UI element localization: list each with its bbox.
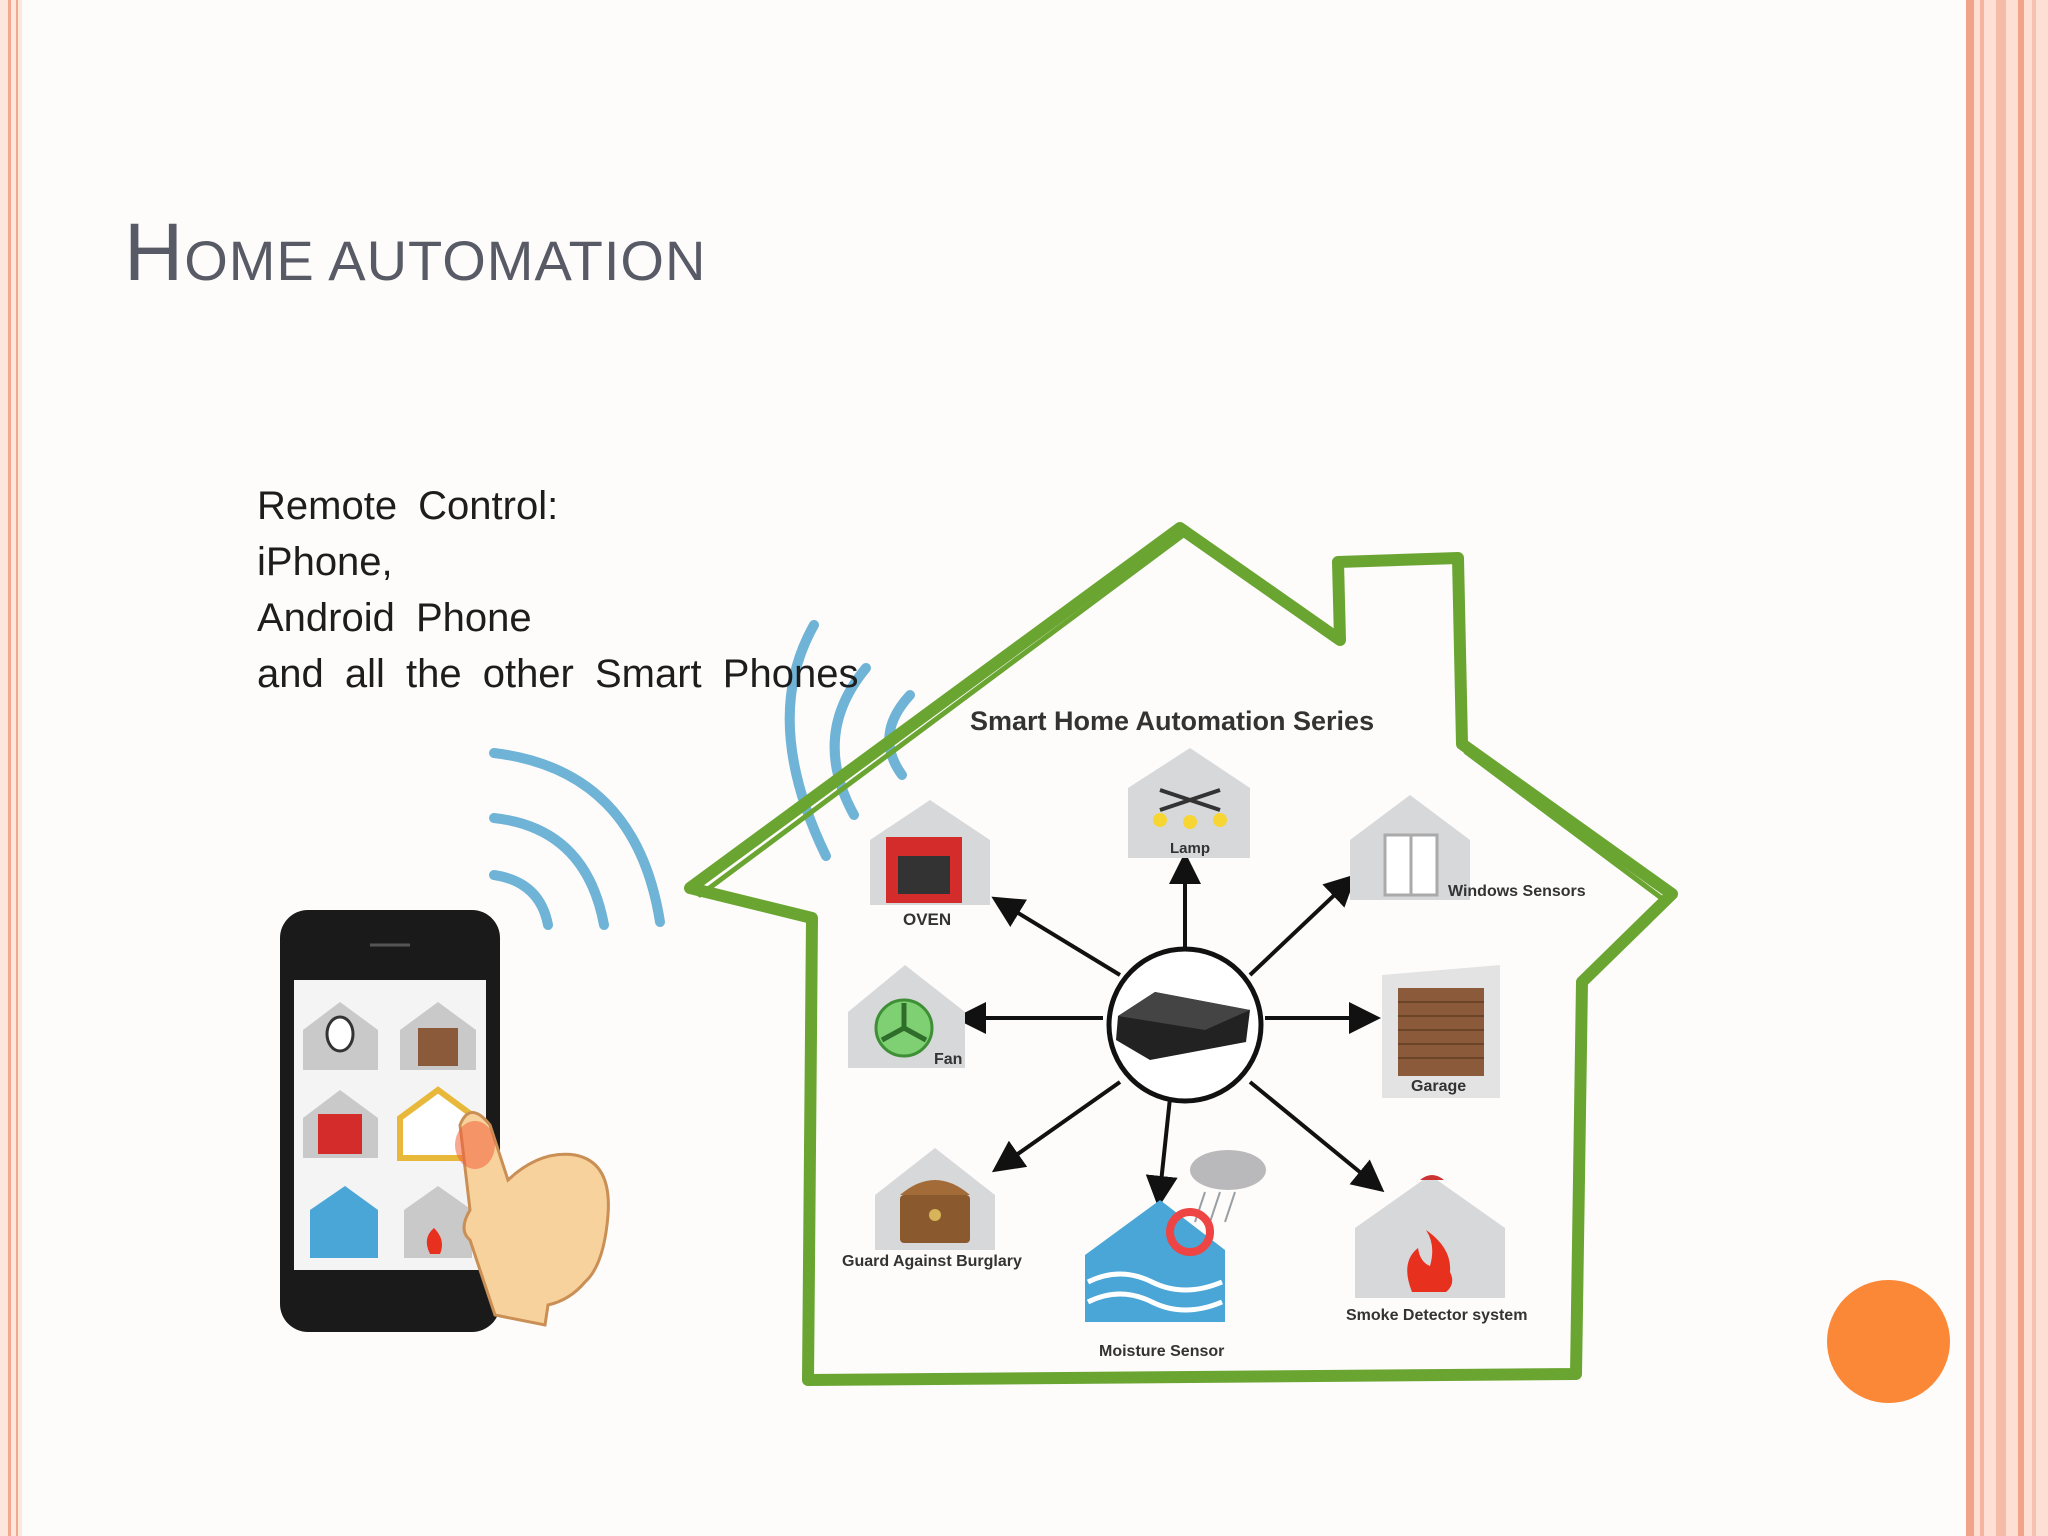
moisture-device: Moisture Sensor [1085, 1150, 1266, 1360]
diagram-heading: Smart Home Automation Series [970, 706, 1374, 736]
fan-label: Fan [934, 1051, 962, 1068]
smoke-device: Smoke Detector system [1346, 1175, 1527, 1324]
moisture-label: Moisture Sensor [1099, 1343, 1224, 1360]
lamp-device: Lamp [1128, 748, 1250, 858]
garage-label: Garage [1411, 1078, 1466, 1095]
oven-device: OVEN [870, 800, 990, 929]
remote-control-line: and all the other Smart Phones [257, 646, 858, 702]
remote-control-line: Remote Control: [257, 478, 858, 534]
fan-device: Fan [848, 965, 965, 1068]
windows-label: Windows Sensors [1448, 883, 1586, 900]
smoke-label: Smoke Detector system [1346, 1307, 1527, 1324]
burglary-label: Guard Against Burglary [842, 1253, 1022, 1270]
remote-control-line: iPhone, [257, 534, 858, 590]
phone-wifi-icon [494, 753, 660, 925]
garage-device: Garage [1382, 965, 1500, 1098]
remote-control-text: Remote Control: iPhone, Android Phone an… [257, 478, 858, 702]
lamp-label: Lamp [1170, 840, 1210, 857]
remote-control-line: Android Phone [257, 590, 858, 646]
central-hub [1109, 949, 1261, 1101]
oven-label: OVEN [903, 910, 951, 929]
burglary-device: Guard Against Burglary [842, 1148, 1022, 1270]
accent-dot [1827, 1280, 1950, 1403]
